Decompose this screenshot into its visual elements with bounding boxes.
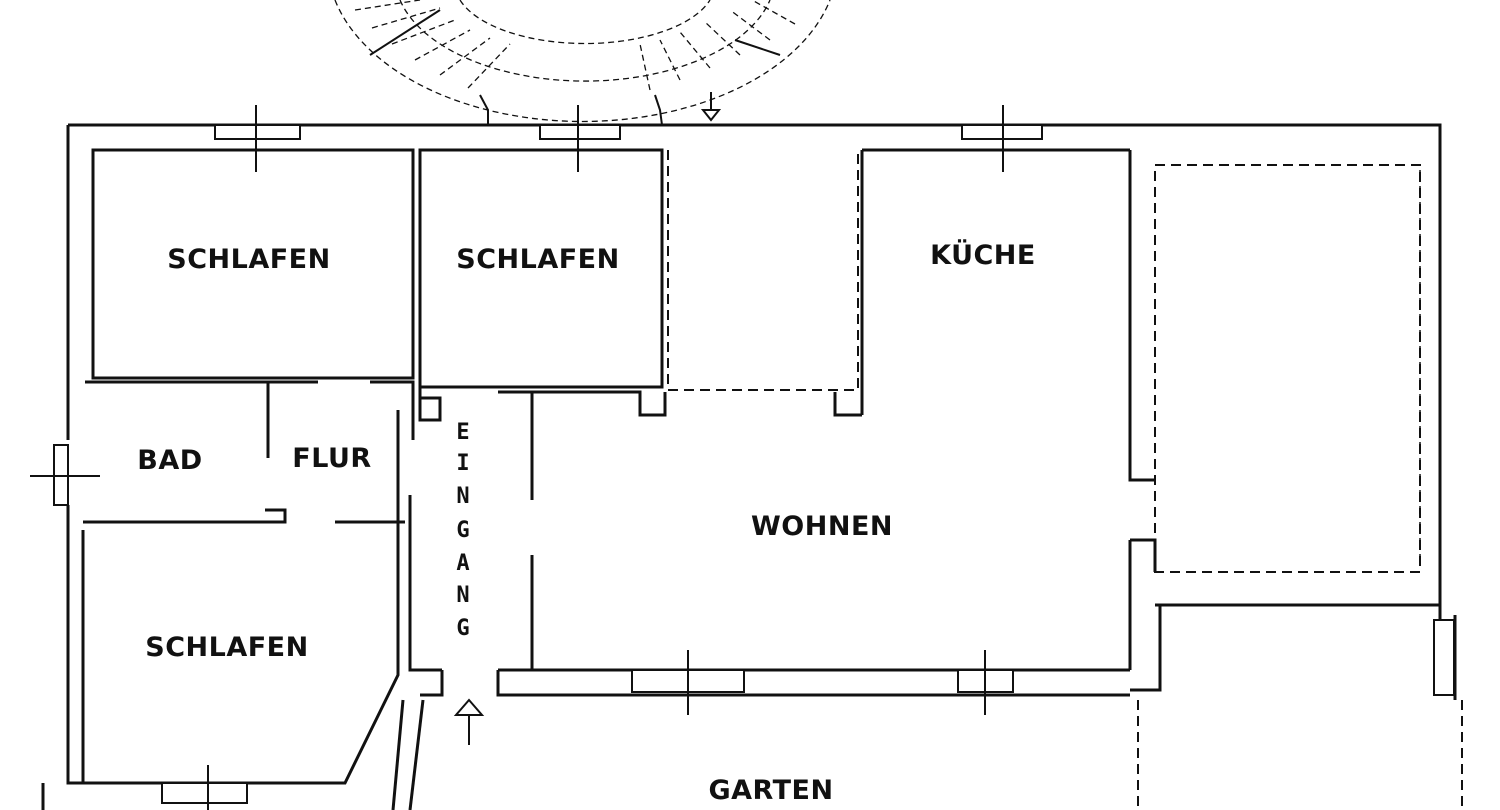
room-label-hallway: FLUR (292, 443, 371, 474)
entrance-label: E I N G A N G (456, 420, 469, 641)
entrance-letter: A (456, 551, 469, 576)
entrance-letter: N (456, 484, 469, 509)
window-top-left (214, 124, 301, 140)
window-bedroom-bottom (161, 782, 248, 804)
windows (30, 105, 1455, 810)
entrance-arrow (453, 698, 485, 745)
entrance-letter: G (456, 616, 469, 641)
room-label-bathroom: BAD (137, 445, 202, 476)
entrance-letter: N (456, 583, 469, 608)
entrance-letter: G (456, 518, 469, 543)
entrance-letter: I (456, 451, 469, 476)
window-right-annex (1433, 619, 1455, 696)
window-top-middle (539, 124, 621, 140)
room-label-bedroom-bottom-left: SCHLAFEN (145, 632, 308, 663)
room-label-living: WOHNEN (751, 511, 893, 542)
room-label-kitchen: KÜCHE (930, 238, 1036, 271)
outer-walls (41, 123, 1457, 810)
interior-walls (83, 148, 1463, 810)
room-label-garden: GARTEN (708, 775, 833, 806)
spiral-staircase (334, 0, 831, 126)
room-label-bedroom-top-left: SCHLAFEN (167, 244, 330, 275)
entrance-letter: E (456, 420, 469, 445)
room-label-bedroom-top-middle: SCHLAFEN (456, 244, 619, 275)
